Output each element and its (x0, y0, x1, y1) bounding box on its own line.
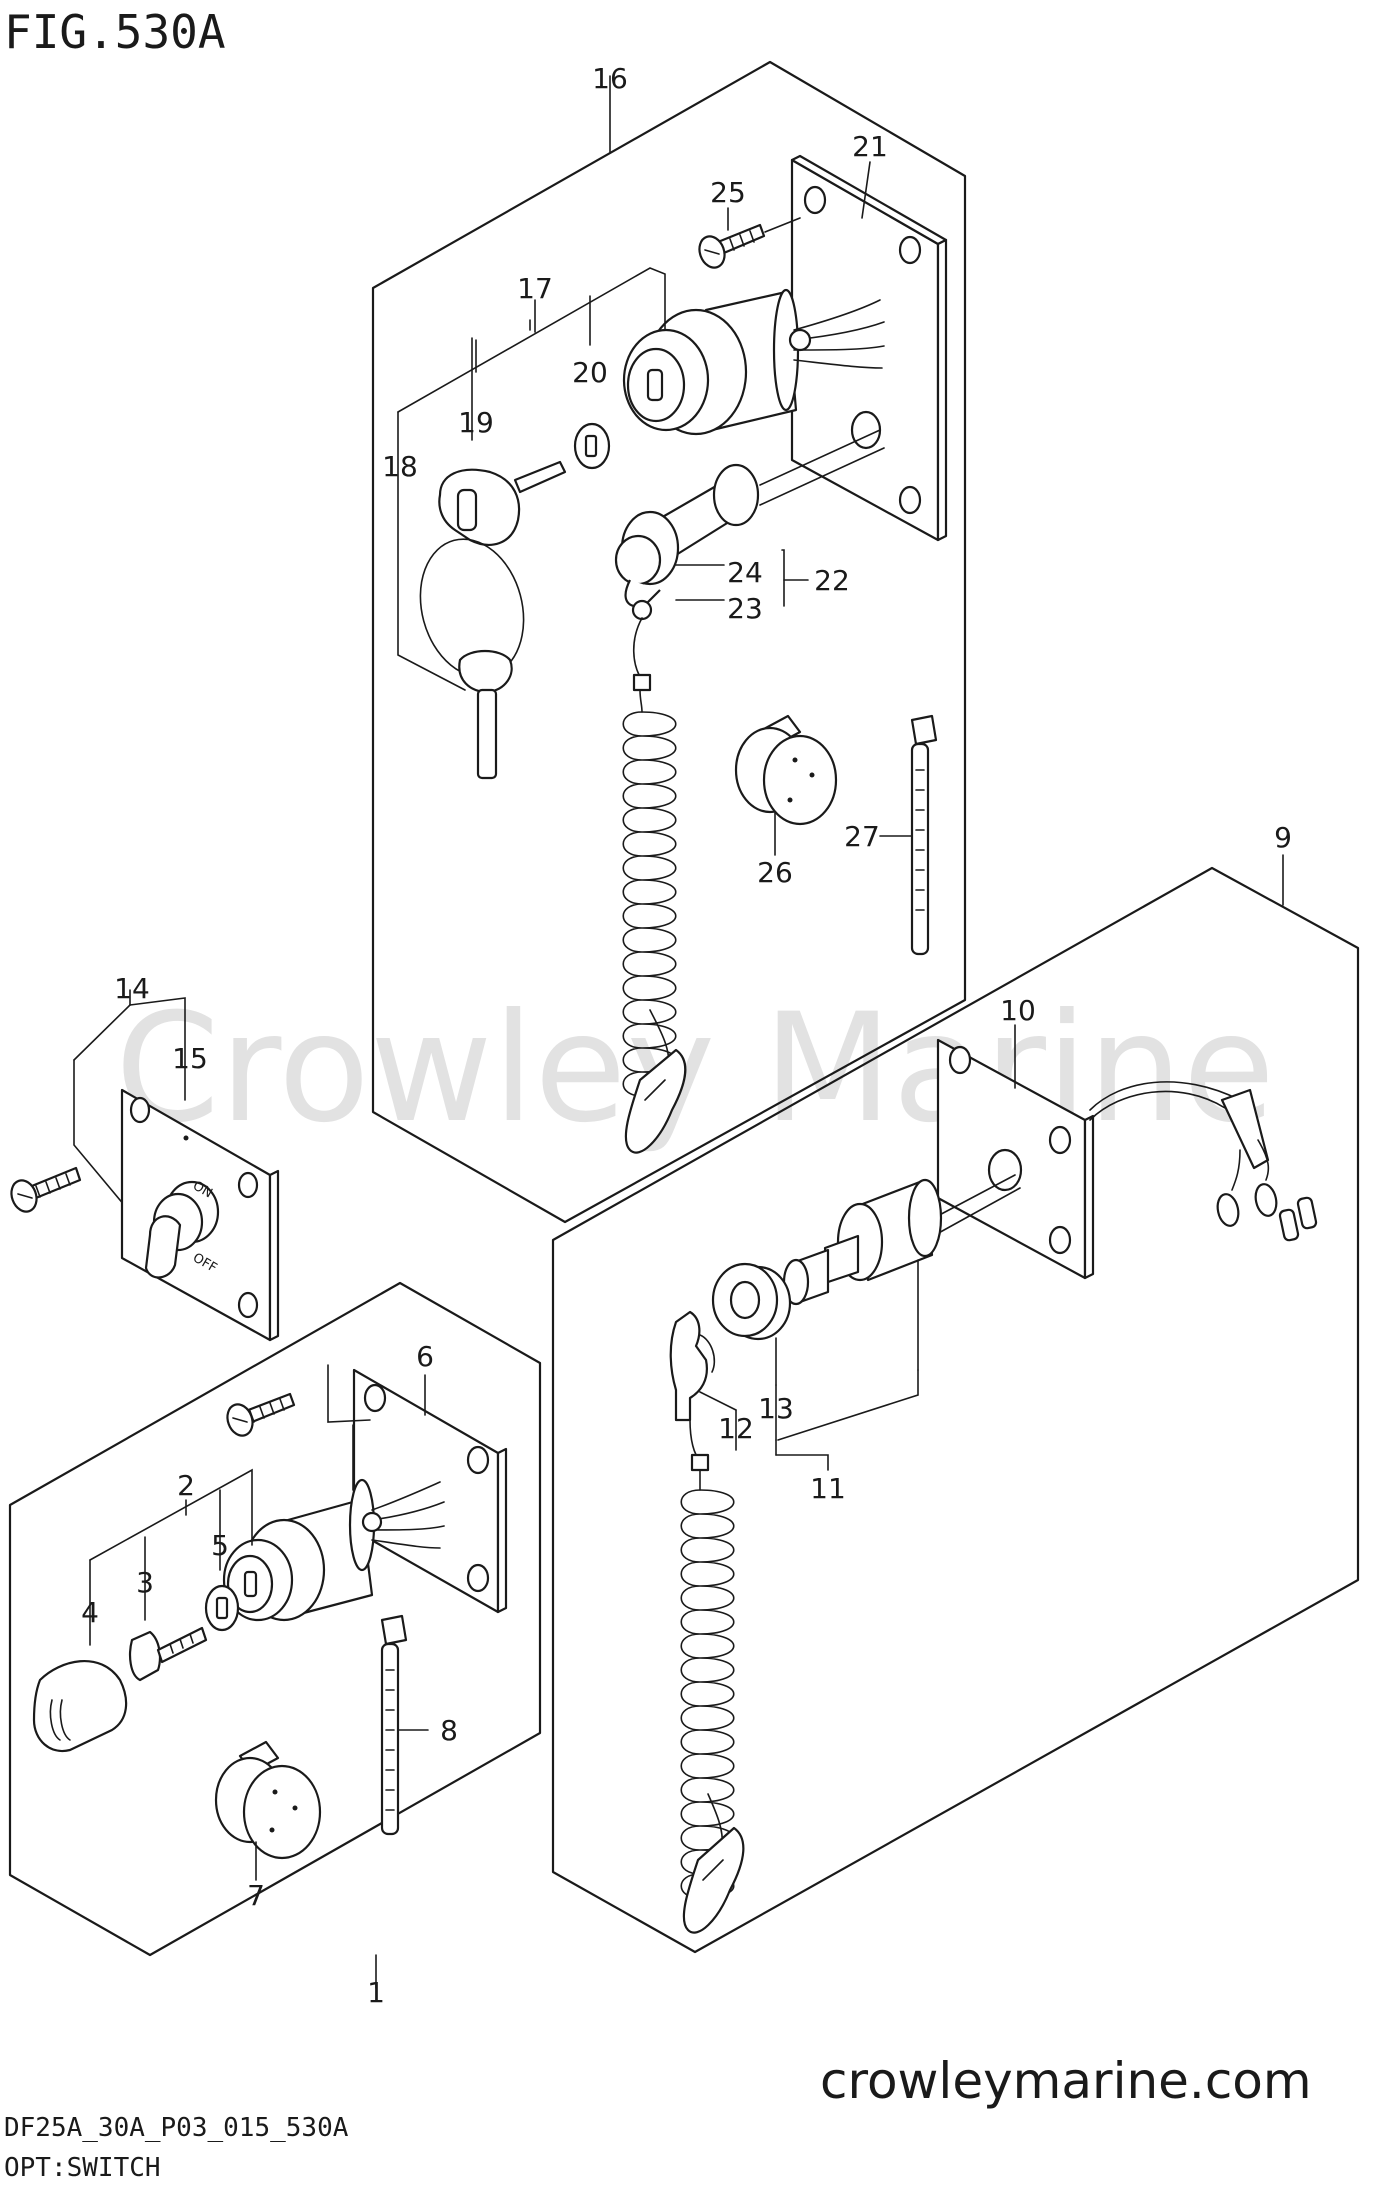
group-16-outline (371, 60, 967, 1224)
callout-18: 18 (382, 450, 418, 483)
clamp-26 (734, 714, 838, 856)
callout-17: 17 (517, 272, 553, 305)
mount-plate-21 (790, 154, 948, 542)
screw-6 (226, 1364, 371, 1437)
callout-3: 3 (136, 1566, 154, 1599)
callout-27: 27 (844, 820, 880, 853)
callout-numbers: 1 2 3 4 5 6 7 8 9 10 11 12 13 14 15 16 1… (81, 62, 1292, 2009)
switch-plate-15: ON OFF (120, 1088, 280, 1342)
mount-plate-6 (352, 1368, 508, 1614)
watermark: Crowley Marine (115, 982, 1275, 1156)
figure-title: FIG.530A (4, 5, 226, 59)
callout-26: 26 (757, 856, 793, 889)
ignition-switch-group-1 (222, 1424, 445, 1622)
callout-10: 10 (1000, 994, 1036, 1027)
callout-16: 16 (592, 62, 628, 95)
drawing-code: DF25A_30A_P03_015_530A (4, 2113, 349, 2143)
callout-23: 23 (727, 592, 763, 625)
cable-tie-27 (879, 714, 938, 956)
group-9-outline (551, 854, 1360, 1954)
callout-19: 19 (458, 406, 494, 439)
callout-15: 15 (172, 1042, 208, 1075)
cable-tie-8 (380, 1614, 429, 1836)
lanyard-clip-12 (669, 1310, 716, 1491)
callout-bracket-11 (699, 1369, 919, 1471)
callout-25: 25 (710, 176, 746, 209)
stop-switch-9 (782, 1174, 1021, 1371)
screw-14 (10, 1166, 82, 1213)
key-3 (129, 1626, 208, 1682)
callout-bracket-22 (675, 549, 809, 607)
callout-bracket-17 (397, 267, 666, 691)
callout-7: 7 (247, 1879, 265, 1912)
coil-cord-upper (622, 711, 677, 1097)
callout-24: 24 (727, 556, 763, 589)
key-with-fob (419, 460, 567, 780)
callout-8: 8 (440, 1714, 458, 1747)
callout-bracket-2 (89, 1468, 253, 1646)
callout-9: 9 (1274, 821, 1292, 854)
site-url: crowleymarine.com (820, 2052, 1312, 2110)
cap-5 (204, 1584, 240, 1632)
callout-22: 22 (814, 564, 850, 597)
ignition-switch (622, 288, 885, 436)
callout-4: 4 (81, 1596, 99, 1629)
callout-1: 1 (367, 1976, 385, 2009)
stop-switch-lanyard (614, 429, 885, 713)
clip-upper (624, 1009, 687, 1154)
clamp-7 (214, 1740, 322, 1881)
caption: OPT:SWITCH (4, 2153, 161, 2183)
knob-4 (32, 1659, 128, 1753)
callout-6: 6 (416, 1340, 434, 1373)
callout-5: 5 (211, 1529, 229, 1562)
callout-2: 2 (177, 1469, 195, 1502)
callout-11: 11 (810, 1472, 846, 1505)
lead-wires (1089, 1081, 1318, 1242)
screw-25 (698, 207, 801, 269)
cap-20 (573, 422, 611, 470)
mount-plate-10 (936, 1024, 1095, 1280)
callout-13: 13 (758, 1392, 794, 1425)
callout-20: 20 (572, 356, 608, 389)
callout-14: 14 (114, 972, 150, 1005)
group-1-outline (8, 1281, 542, 1989)
clip-lower (682, 1793, 745, 1934)
callout-21: 21 (852, 130, 888, 163)
callout-12: 12 (718, 1412, 754, 1445)
nut-13 (711, 1262, 792, 1386)
